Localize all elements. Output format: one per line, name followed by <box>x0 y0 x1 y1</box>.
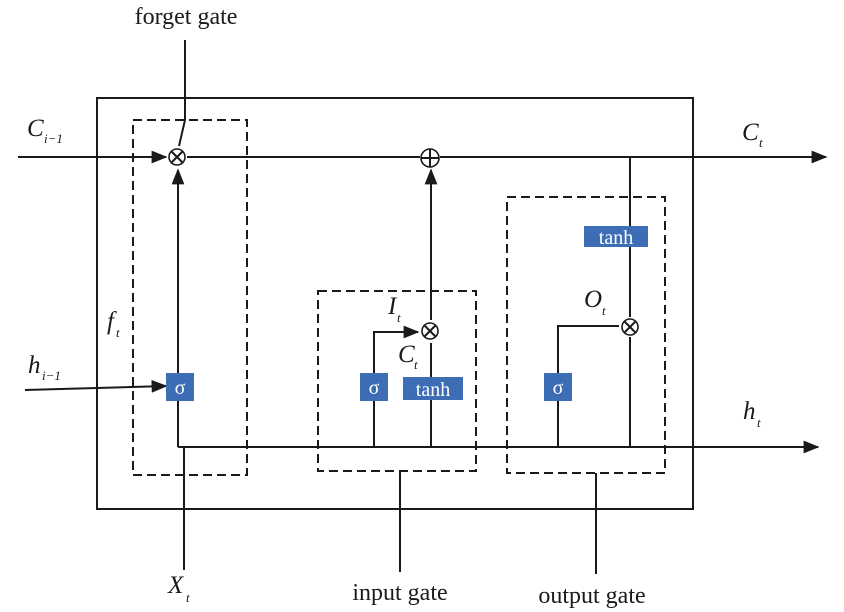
forget-gate-label: forget gate <box>135 4 238 30</box>
svg-text:t: t <box>397 310 401 325</box>
c-prev-label: C i−1 <box>27 115 63 146</box>
input-multiply-icon <box>421 322 439 340</box>
h-prev-arrow <box>24 380 168 393</box>
output-sigma-to-multiply <box>557 325 619 373</box>
h-t-label: h t <box>743 398 761 430</box>
input-sigma-to-multiply <box>373 325 420 373</box>
svg-text:t: t <box>186 590 190 605</box>
svg-text:t: t <box>757 415 761 430</box>
input-gate-label: input gate <box>352 580 447 606</box>
svg-text:f: f <box>107 308 117 335</box>
forget-sigma-block: σ <box>166 373 194 401</box>
output-sigma-label: σ <box>553 377 564 399</box>
output-tanh-label: tanh <box>599 227 633 249</box>
svg-text:C: C <box>27 115 44 142</box>
c-tilde-label: C t <box>398 341 418 372</box>
c-t-label: C t <box>742 119 763 150</box>
output-multiply-icon <box>621 318 639 336</box>
o-t-label: O t <box>584 286 606 318</box>
input-tanh-block: tanh <box>403 377 463 401</box>
output-sigma-block: σ <box>544 373 572 401</box>
output-gate-label: output gate <box>538 583 645 609</box>
lstm-cell-box <box>96 97 694 510</box>
svg-text:t: t <box>116 325 120 340</box>
svg-text:C: C <box>398 341 415 368</box>
input-sigma-block: σ <box>360 373 388 401</box>
input-sigma-label: σ <box>369 377 380 399</box>
input-tanh-label: tanh <box>416 379 450 401</box>
svg-text:t: t <box>759 135 763 150</box>
svg-text:h: h <box>743 398 756 425</box>
svg-text:h: h <box>28 352 41 379</box>
add-icon <box>420 148 440 168</box>
forget-multiply-icon <box>168 148 186 166</box>
i-t-label: I t <box>387 293 401 325</box>
h-prev-label: h i−1 <box>28 352 61 383</box>
svg-text:i−1: i−1 <box>42 368 61 383</box>
svg-text:O: O <box>584 286 602 313</box>
svg-text:t: t <box>414 357 418 372</box>
f-t-label: f t <box>107 308 120 340</box>
svg-text:C: C <box>742 119 759 146</box>
svg-text:X: X <box>167 572 185 599</box>
svg-text:t: t <box>602 303 606 318</box>
x-t-label: X t <box>167 572 190 605</box>
input-gate-region <box>317 290 477 472</box>
svg-text:i−1: i−1 <box>44 131 63 146</box>
forget-gate-to-multiply <box>178 119 186 147</box>
svg-text:I: I <box>387 293 398 320</box>
forget-gate-region <box>132 119 248 476</box>
forget-sigma-label: σ <box>175 377 186 399</box>
output-tanh-block: tanh <box>584 226 648 249</box>
output-gate-region <box>506 196 666 474</box>
